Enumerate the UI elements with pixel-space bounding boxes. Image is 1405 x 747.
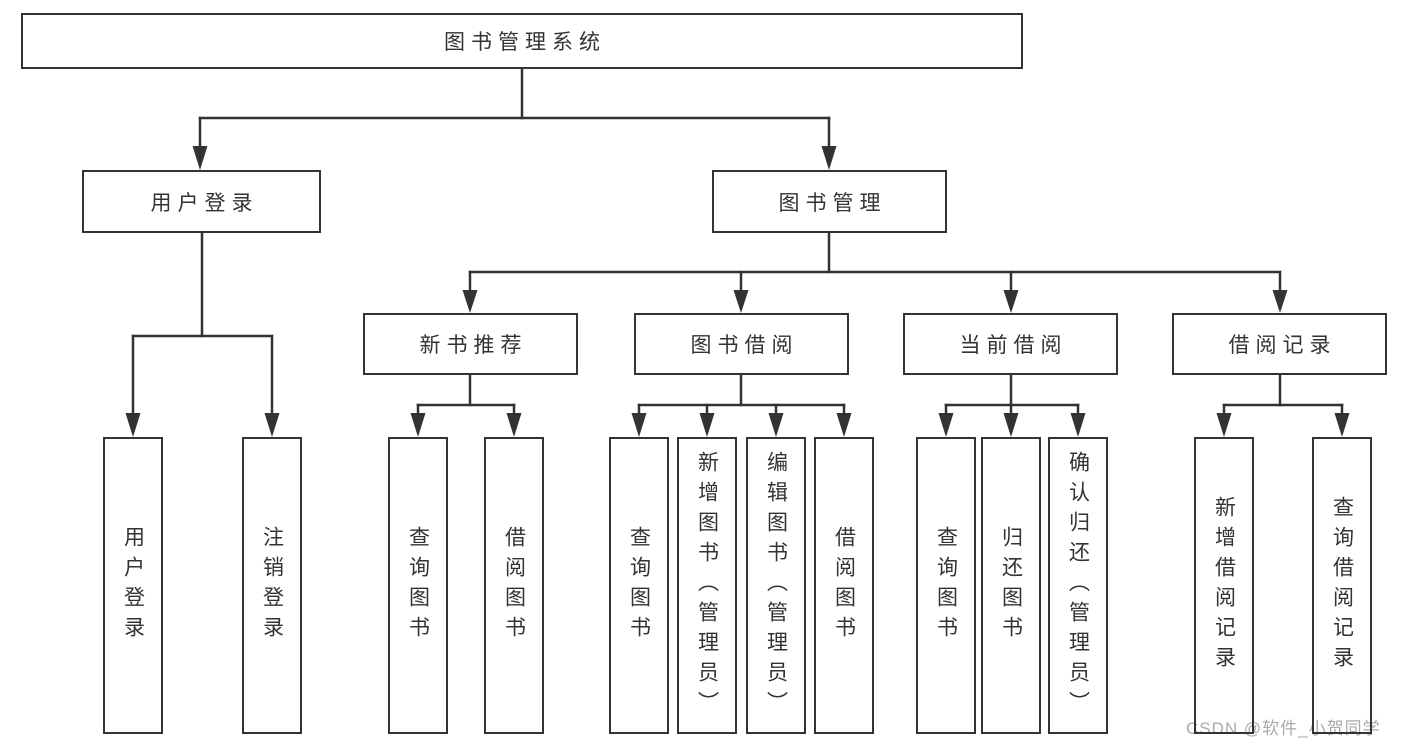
arrowhead bbox=[506, 413, 522, 437]
arrowhead bbox=[1070, 413, 1086, 437]
leaf-query-book-recommend: 查询图书 bbox=[388, 437, 448, 734]
node-label: 借阅图书 bbox=[832, 525, 856, 646]
arrowhead bbox=[733, 290, 749, 313]
arrowhead bbox=[768, 413, 784, 437]
node-label: 借阅图书 bbox=[502, 525, 526, 646]
leaf-add-book-admin: 新增图书（管理员） bbox=[677, 437, 737, 734]
node-label: 编辑图书（管理员） bbox=[764, 450, 788, 721]
arrowhead bbox=[836, 413, 852, 437]
arrowhead bbox=[1272, 290, 1288, 313]
node-new-book-recommend: 新书推荐 bbox=[363, 313, 578, 375]
arrowhead bbox=[125, 413, 141, 437]
arrowhead bbox=[264, 413, 280, 437]
arrowhead bbox=[462, 290, 478, 313]
leaf-add-borrow-record: 新增借阅记录 bbox=[1194, 437, 1254, 734]
arrowhead bbox=[821, 146, 837, 170]
leaf-borrow-book-borrowing: 借阅图书 bbox=[814, 437, 874, 734]
leaf-user-login: 用户登录 bbox=[103, 437, 163, 734]
node-label: 确认归还（管理员） bbox=[1066, 450, 1090, 721]
node-user-login: 用户登录 bbox=[82, 170, 321, 233]
csdn-watermark: CSDN @软件_小贺同学 bbox=[1186, 719, 1381, 738]
node-label: 查询图书 bbox=[406, 525, 430, 646]
leaf-query-book-borrowing: 查询图书 bbox=[609, 437, 669, 734]
leaf-logout: 注销登录 bbox=[242, 437, 302, 734]
arrowhead bbox=[192, 146, 208, 170]
node-label: 查询借阅记录 bbox=[1330, 495, 1354, 676]
node-label: 归还图书 bbox=[999, 525, 1023, 646]
node-current-borrowing: 当前借阅 bbox=[903, 313, 1118, 375]
node-label: 查询图书 bbox=[627, 525, 651, 646]
node-book-borrowing: 图书借阅 bbox=[634, 313, 849, 375]
arrowhead bbox=[938, 413, 954, 437]
arrowhead bbox=[1216, 413, 1232, 437]
arrowhead bbox=[1334, 413, 1350, 437]
node-label: 用户登录 bbox=[121, 525, 145, 646]
node-label: 注销登录 bbox=[260, 525, 284, 646]
node-label: 图书管理 bbox=[778, 191, 887, 215]
arrowhead bbox=[1003, 413, 1019, 437]
leaf-confirm-return-admin: 确认归还（管理员） bbox=[1048, 437, 1108, 734]
node-label: 图书借阅 bbox=[690, 334, 799, 357]
node-label: 图书管理系统 bbox=[444, 31, 606, 54]
leaf-query-book-current: 查询图书 bbox=[916, 437, 976, 734]
arrowhead bbox=[699, 413, 715, 437]
leaf-edit-book-admin: 编辑图书（管理员） bbox=[746, 437, 806, 734]
node-label: 查询图书 bbox=[934, 525, 958, 646]
arrowhead bbox=[1003, 290, 1019, 313]
node-book-management: 图书管理 bbox=[712, 170, 947, 233]
leaf-query-borrow-record: 查询借阅记录 bbox=[1312, 437, 1372, 734]
arrowhead bbox=[410, 413, 426, 437]
node-library-management-system: 图书管理系统 bbox=[21, 13, 1023, 69]
leaf-return-book: 归还图书 bbox=[981, 437, 1041, 734]
leaf-borrow-book-recommend: 借阅图书 bbox=[484, 437, 544, 734]
node-label: 用户登录 bbox=[150, 191, 259, 215]
arrowhead bbox=[631, 413, 647, 437]
node-label: 新增借阅记录 bbox=[1212, 495, 1236, 676]
node-label: 新增图书（管理员） bbox=[695, 450, 719, 721]
node-label: 当前借阅 bbox=[959, 334, 1068, 357]
node-label: 新书推荐 bbox=[419, 334, 528, 357]
node-borrowing-records: 借阅记录 bbox=[1172, 313, 1387, 375]
node-label: 借阅记录 bbox=[1228, 334, 1337, 357]
